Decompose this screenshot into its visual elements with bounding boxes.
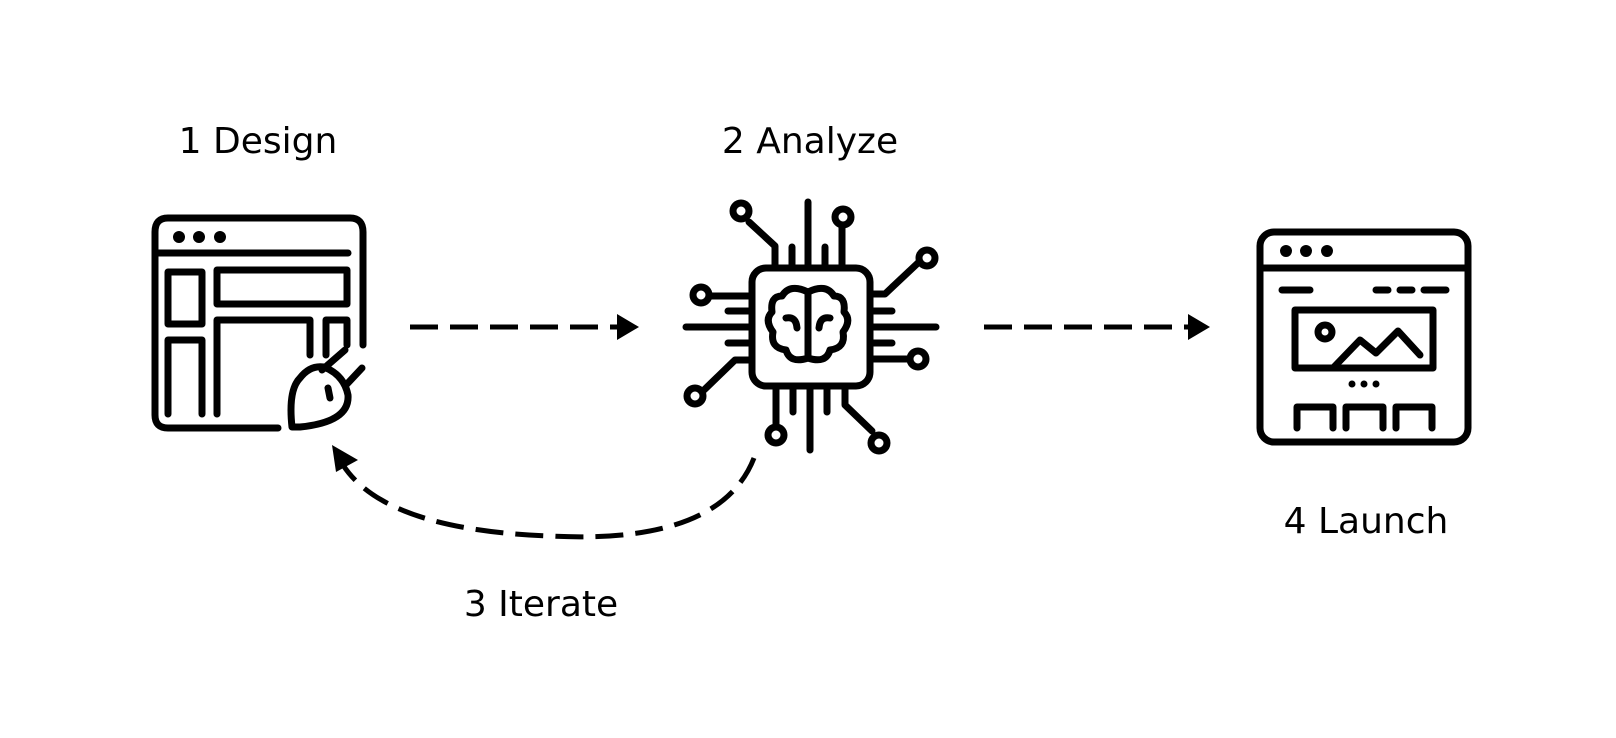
- arrow-iterate-loop: [340, 457, 757, 540]
- step-label-analyze: 2 Analyze: [722, 121, 898, 162]
- step-label-design: 1 Design: [179, 121, 338, 162]
- arrowhead-launch: [1188, 314, 1210, 340]
- brain-icon: [764, 284, 852, 364]
- arrowhead-design: [332, 445, 358, 472]
- browser-layout-brush-icon: [151, 214, 367, 432]
- arrowhead-analyze: [617, 314, 639, 340]
- step-label-launch: 4 Launch: [1284, 501, 1449, 542]
- step-label-iterate: 3 Iterate: [464, 584, 618, 625]
- browser-image-gallery-icon: [1256, 228, 1472, 446]
- ai-brain-chip-icon: [682, 198, 940, 455]
